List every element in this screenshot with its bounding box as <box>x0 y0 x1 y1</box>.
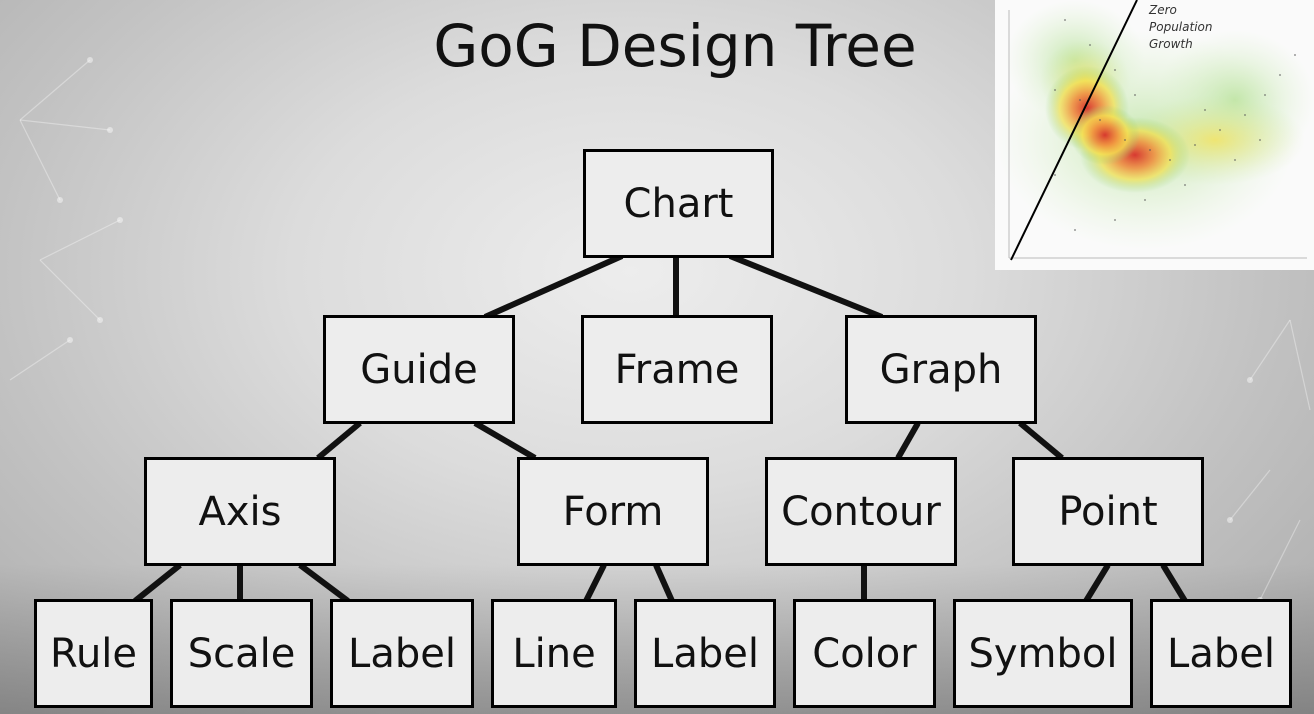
edge-guide-form <box>473 420 537 461</box>
node-scale: Scale <box>170 599 313 708</box>
node-point: Point <box>1012 457 1204 566</box>
node-form: Form <box>517 457 709 566</box>
edge-guide-axis <box>316 420 362 461</box>
node-axis-label: Label <box>330 599 474 708</box>
node-rule: Rule <box>34 599 153 708</box>
node-frame: Frame <box>581 315 773 424</box>
node-contour: Contour <box>765 457 957 566</box>
edge-form-label <box>653 563 675 603</box>
heatmap-thumbnail: Zero Population Growth <box>995 0 1314 270</box>
page-title: GoG Design Tree <box>433 12 917 80</box>
edge-point-symbol <box>1083 563 1111 603</box>
node-axis: Axis <box>144 457 336 566</box>
annotation-line-3: Growth <box>1149 37 1193 51</box>
edge-point-label <box>1160 563 1188 603</box>
heatmap-image <box>995 0 1314 261</box>
node-form-label: Label <box>634 599 776 708</box>
edge-axis-label <box>298 562 350 604</box>
node-chart: Chart <box>583 149 774 258</box>
node-symbol: Symbol <box>953 599 1133 708</box>
edge-chart-graph <box>728 253 884 320</box>
edge-axis-rule <box>133 562 182 604</box>
node-point-label: Label <box>1150 599 1292 708</box>
annotation-line-2: Population <box>1149 20 1213 34</box>
edge-form-line <box>583 563 607 603</box>
edge-graph-point <box>1018 420 1064 461</box>
edge-graph-contour <box>895 421 921 460</box>
annotation-line-1: Zero <box>1149 3 1177 17</box>
node-line: Line <box>491 599 617 708</box>
node-graph: Graph <box>845 315 1037 424</box>
node-color: Color <box>793 599 936 708</box>
node-guide: Guide <box>323 315 515 424</box>
zero-growth-line <box>1010 0 1138 261</box>
edge-chart-guide <box>483 253 624 320</box>
thumbnail-annotation: Zero Population Growth <box>1149 2 1212 53</box>
